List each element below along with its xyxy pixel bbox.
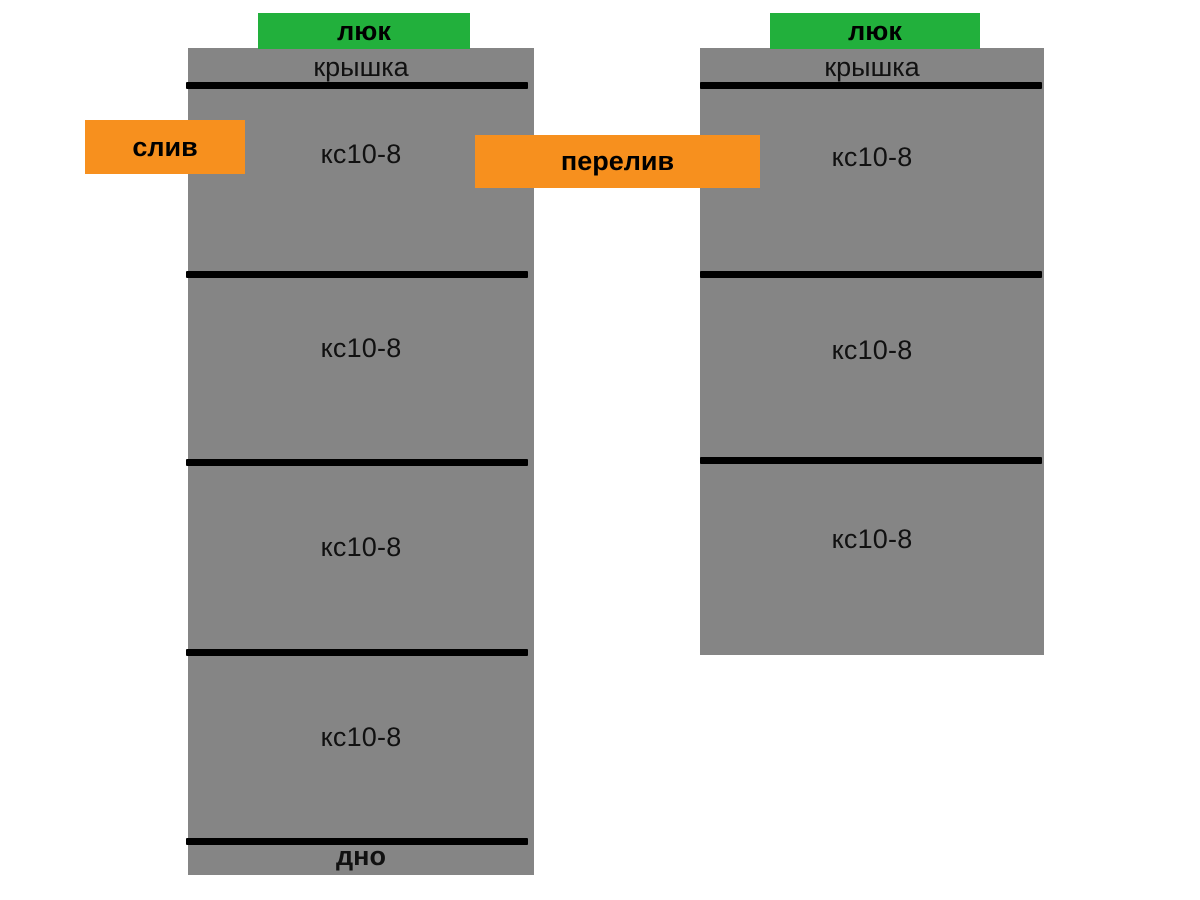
left-tank-seam-bottom — [186, 838, 528, 845]
right-tank-seam-1 — [700, 271, 1042, 278]
left-tank-seam-2 — [186, 459, 528, 466]
left-tank-ring-label-4: кс10-8 — [320, 722, 402, 752]
overflow-pipe-callout: перелив — [475, 135, 760, 188]
left-tank-seam-cap — [186, 82, 528, 89]
left-tank-ring-label-2: кс10-8 — [320, 333, 402, 363]
left-tank-cap-label: крышка — [313, 52, 409, 82]
left-tank-seam-1 — [186, 271, 528, 278]
right-tank-cap-label: крышка — [824, 52, 920, 82]
right-tank-hatch-label: люк — [848, 15, 902, 46]
left-tank-bottom-label: дно — [336, 841, 386, 871]
right-tank-seam-cap — [700, 82, 1042, 89]
right-tank-ring-label-1: кс10-8 — [831, 142, 913, 172]
left-tank-hatch-callout: люк — [258, 13, 470, 49]
left-tank-ring-label-1: кс10-8 — [320, 139, 402, 169]
left-tank-hatch-label: люк — [337, 15, 391, 46]
right-tank-hatch-callout: люк — [770, 13, 980, 49]
left-tank-seam-3 — [186, 649, 528, 656]
right-tank-ring-label-2: кс10-8 — [831, 335, 913, 365]
drain-pipe-label: слив — [132, 131, 198, 162]
overflow-pipe-label: перелив — [560, 146, 675, 176]
right-tank-ring-label-3: кс10-8 — [831, 524, 913, 554]
right-tank-seam-2 — [700, 457, 1042, 464]
drain-pipe-callout: слив — [85, 120, 245, 174]
left-tank-ring-label-3: кс10-8 — [320, 532, 402, 562]
